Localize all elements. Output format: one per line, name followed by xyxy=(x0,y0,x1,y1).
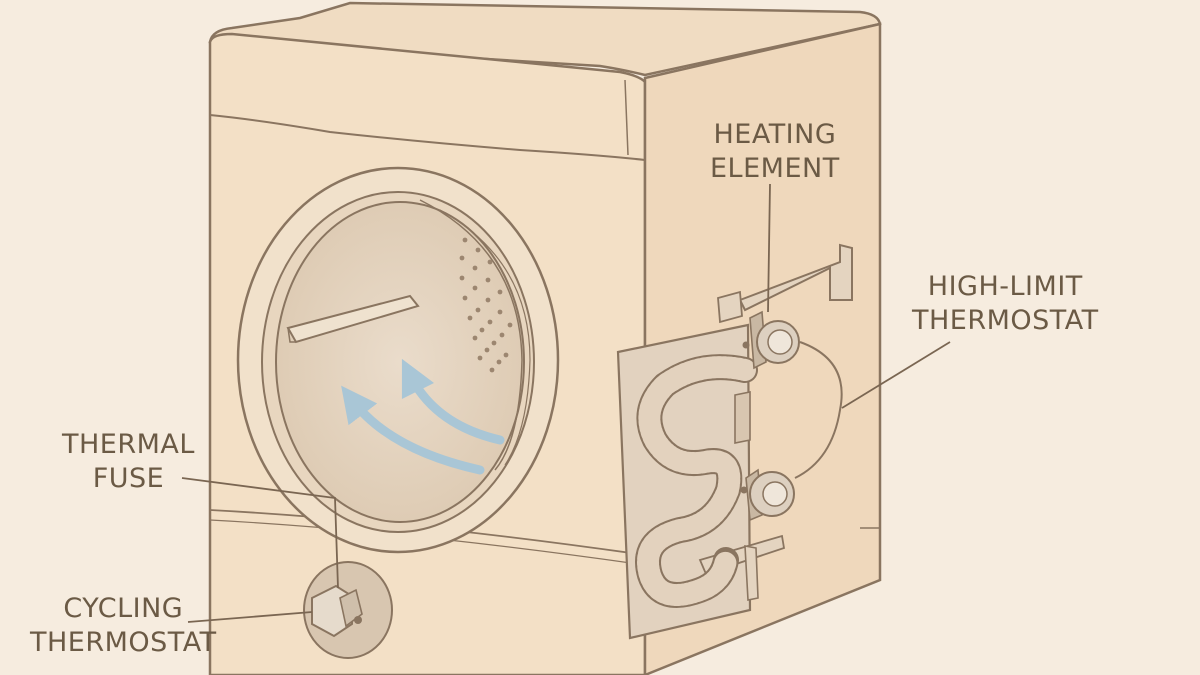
label-cycling-thermostat-line2: THERMOSTAT xyxy=(30,626,217,660)
label-high-limit-line1: HIGH-LIMIT xyxy=(912,270,1099,304)
label-heating-element-line2: ELEMENT xyxy=(710,152,840,186)
label-heating-element: HEATING ELEMENT xyxy=(710,118,840,186)
label-high-limit-thermostat: HIGH-LIMIT THERMOSTAT xyxy=(912,270,1099,338)
label-thermal-fuse: THERMAL FUSE xyxy=(62,428,195,496)
label-thermal-fuse-line2: FUSE xyxy=(62,462,195,496)
label-thermal-fuse-line1: THERMAL xyxy=(62,428,195,462)
label-cycling-thermostat-line1: CYCLING xyxy=(30,592,217,626)
label-heating-element-line1: HEATING xyxy=(710,118,840,152)
label-high-limit-line2: THERMOSTAT xyxy=(912,304,1099,338)
label-cycling-thermostat: CYCLING THERMOSTAT xyxy=(30,592,217,660)
cycling-thermostat-part xyxy=(304,562,392,658)
drum-opening xyxy=(276,202,524,522)
